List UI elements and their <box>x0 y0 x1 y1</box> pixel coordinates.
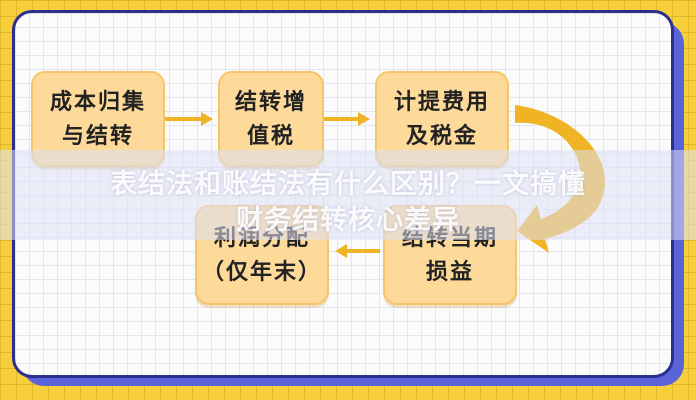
overlay-title-line1: 表结法和账结法有什么区别？一文搞懂 <box>110 169 586 200</box>
node-accrue-fees-line1: 计提费用 <box>393 89 490 115</box>
node-vat-transfer-line2: 值税 <box>246 123 295 149</box>
node-cost-collection-line2: 与结转 <box>61 123 134 149</box>
node-cost-collection-line1: 成本归集 <box>49 89 146 115</box>
arrow-cost-to-vat <box>165 112 213 126</box>
arrow-vat-to-accrue <box>324 112 370 126</box>
node-vat-transfer-line1: 结转增 <box>234 89 307 115</box>
title-banner <box>0 150 696 240</box>
overlay-title-line2: 财务结转核心差异 <box>236 205 460 236</box>
node-current-pl-line2: 损益 <box>425 259 474 285</box>
node-profit-distribution-line2: （仅年末） <box>201 259 322 285</box>
node-accrue-fees-line2: 及税金 <box>405 123 478 149</box>
arrow-current-pl-to-profit <box>335 244 380 258</box>
